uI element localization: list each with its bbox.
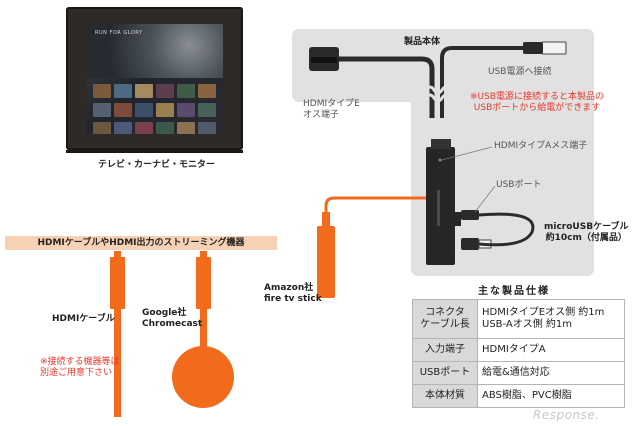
tv-tile bbox=[198, 122, 216, 134]
tv-tile bbox=[114, 122, 132, 134]
leader-hdmi-a bbox=[441, 146, 493, 161]
tv-tile bbox=[198, 103, 216, 117]
product-main-body bbox=[426, 147, 455, 265]
tv-tile bbox=[177, 122, 195, 134]
spec-row: 入力端子 HDMIタイプA bbox=[412, 338, 625, 362]
watermark-logo: Response. bbox=[533, 408, 600, 422]
body-led bbox=[438, 158, 442, 162]
tv-tile bbox=[135, 122, 153, 134]
body-cable-joint bbox=[431, 139, 451, 149]
micro-usb-usb-a-plug bbox=[461, 238, 479, 250]
cable-cut-mark bbox=[424, 85, 452, 95]
tv-hero-banner bbox=[87, 24, 223, 78]
micro-usb-cable-loop bbox=[478, 212, 535, 247]
spec-value: 給電&通信対応 bbox=[477, 361, 625, 385]
hdmi-cable-wire bbox=[114, 309, 121, 417]
product-title: 製品本体 bbox=[404, 37, 441, 47]
spec-key: 入力端子 bbox=[412, 338, 478, 362]
usb-port-label: USBポート bbox=[496, 180, 542, 190]
tv-tile bbox=[177, 84, 195, 98]
usb-power-note: ※USB電源に接続すると本製品の USBポートから給電ができます bbox=[470, 92, 605, 113]
tv-tile bbox=[114, 84, 132, 98]
spec-value: ABS樹脂、PVC樹脂 bbox=[477, 384, 625, 408]
spec-value: HDMIタイプEオス側 約1m USB-Aオス側 約1m bbox=[477, 299, 625, 339]
hdmi-a-label: HDMIタイプAメス端子 bbox=[494, 141, 588, 151]
tv-tile bbox=[177, 103, 195, 117]
usb-power-label: USB電源へ接続 bbox=[488, 67, 552, 77]
chromecast-plug bbox=[196, 257, 211, 309]
device-banner: HDMIケーブルやHDMI出力のストリーミング機器 bbox=[5, 236, 277, 250]
usb-cable-line bbox=[440, 46, 523, 118]
tv-stand bbox=[66, 150, 243, 153]
tv-screen-title: RUN FOR GLORY bbox=[95, 30, 143, 36]
tv-tile bbox=[93, 84, 111, 98]
spec-key: コネクタ ケーブル長 bbox=[412, 299, 478, 339]
body-logo-strip bbox=[437, 190, 440, 226]
hdmi-cable-line bbox=[339, 56, 435, 118]
spec-row: USBポート 給電&通信対応 bbox=[412, 361, 625, 385]
spec-row: コネクタ ケーブル長 HDMIタイプEオス側 約1m USB-Aオス側 約1m bbox=[412, 299, 625, 339]
tv-tile bbox=[93, 103, 111, 117]
hdmi-cable-tip bbox=[114, 251, 121, 259]
chromecast-tip bbox=[200, 251, 207, 259]
micro-usb-plug bbox=[461, 210, 479, 220]
chromecast-label: Google社 Chromecast bbox=[142, 308, 203, 329]
spec-title: 主な製品仕様 bbox=[478, 286, 550, 297]
hdmi-cable-plug bbox=[110, 257, 125, 309]
spec-table: コネクタ ケーブル長 HDMIタイプEオス側 約1m USB-Aオス側 約1m … bbox=[412, 299, 625, 408]
hdmi-e-label: HDMIタイプE オス端子 bbox=[303, 99, 360, 120]
spec-row: 本体材質 ABS樹脂、PVC樹脂 bbox=[412, 384, 625, 408]
cable-cut-mark bbox=[424, 93, 452, 103]
firetv-connector bbox=[322, 212, 330, 227]
tv-tile bbox=[135, 103, 153, 117]
tv-tile bbox=[93, 122, 111, 134]
tv-monitor: RUN FOR GLORY bbox=[66, 7, 243, 150]
tv-tile bbox=[114, 103, 132, 117]
spec-key: USBポート bbox=[412, 361, 478, 385]
leader-usb-port bbox=[474, 185, 496, 213]
micro-usb-label: microUSBケーブル 約10cm（付属品） bbox=[544, 222, 629, 243]
usb-a-plug-tip bbox=[541, 41, 567, 55]
usb-a-plug bbox=[523, 42, 543, 54]
hdmi-e-plug-tip bbox=[311, 57, 337, 63]
tv-tile bbox=[135, 84, 153, 98]
firetv-label: Amazon社 fire tv stick bbox=[264, 283, 322, 304]
tv-tile bbox=[198, 84, 216, 98]
tv-tile bbox=[156, 84, 174, 98]
spec-key: 本体材質 bbox=[412, 384, 478, 408]
tv-screen: RUN FOR GLORY bbox=[87, 24, 223, 134]
spec-value: HDMIタイプA bbox=[477, 338, 625, 362]
tv-tile bbox=[156, 122, 174, 134]
hdmi-cable-label: HDMIケーブル bbox=[52, 314, 115, 324]
tv-label: テレビ・カーナビ・モニター bbox=[98, 160, 216, 170]
tv-tile bbox=[156, 103, 174, 117]
usb-port-notch bbox=[455, 212, 461, 226]
firetv-stick bbox=[317, 226, 335, 298]
device-note: ※接続する機器等は 別途ご用意下さい bbox=[40, 357, 120, 378]
chromecast-body bbox=[172, 346, 234, 408]
chromecast-wire bbox=[200, 309, 207, 351]
connection-line bbox=[324, 196, 426, 225]
